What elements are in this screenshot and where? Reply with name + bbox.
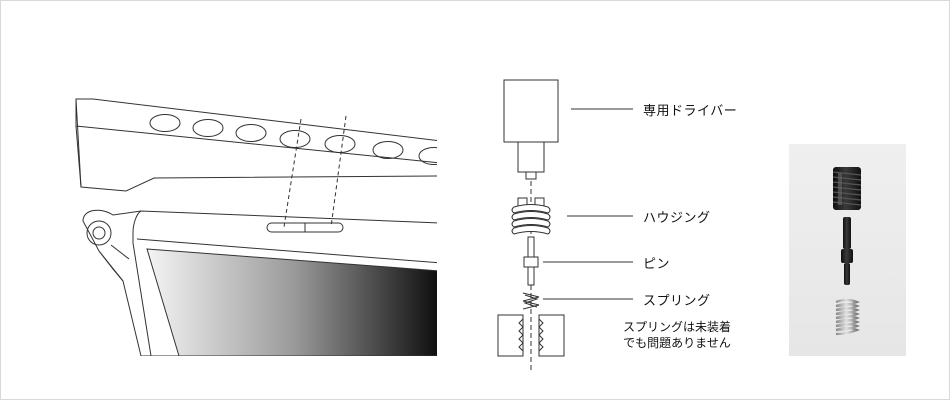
parts-photo [789, 144, 906, 356]
housing-part [511, 197, 551, 235]
base-mount [497, 314, 565, 357]
parts-photo-drawing [832, 167, 862, 336]
pin-part [523, 236, 539, 286]
spring-note: スプリングは未装着 でも問題ありません [623, 319, 731, 351]
spring-part [522, 292, 540, 310]
exploded-diagram [497, 79, 633, 373]
driver-label: 専用ドライバー [643, 104, 738, 119]
spring-note-line-1: スプリングは未装着 [623, 320, 732, 334]
driver-handle [503, 79, 559, 143]
housing-label: ハウジング [643, 211, 711, 226]
photo-spring [835, 298, 860, 336]
pin-label: ピン [643, 257, 671, 272]
spring-note-line-2: でも問題ありません [623, 336, 731, 350]
spring-label: スプリング [643, 294, 711, 309]
driver-shaft [517, 141, 545, 173]
photo-pin [841, 217, 853, 285]
photo-housing [832, 167, 862, 210]
device-drawing [75, 98, 437, 356]
